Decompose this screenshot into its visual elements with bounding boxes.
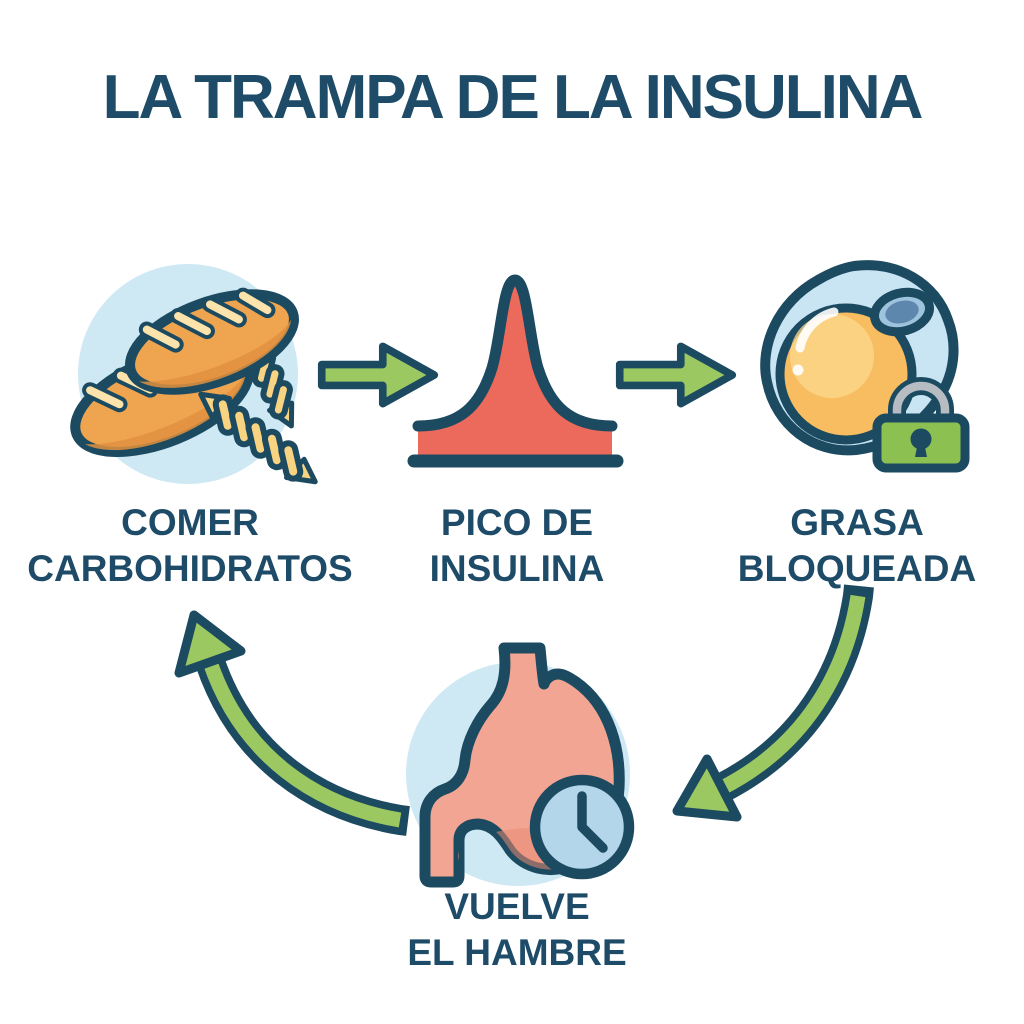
droplet-highlight bbox=[795, 307, 839, 353]
lock-keyhole-stem bbox=[915, 440, 927, 457]
step-label-fat-locked: GRASA BLOQUEADA bbox=[705, 500, 1009, 592]
cell-nucleus bbox=[870, 287, 934, 337]
step-label-line: INSULINA bbox=[429, 548, 605, 589]
step-label-line: PICO DE bbox=[440, 502, 594, 543]
step-label-insulin-spike: PICO DE INSULINA bbox=[365, 500, 669, 592]
insulin-spike-curve-icon bbox=[407, 274, 624, 468]
lock-shackle-inner bbox=[892, 381, 950, 426]
fusilli-pasta-icon-lower bbox=[198, 391, 318, 485]
step-label-line: CARBOHIDRATOS bbox=[27, 548, 353, 589]
spike-fill bbox=[418, 280, 612, 457]
step-label-line: GRASA bbox=[790, 502, 924, 543]
bread-and-pasta-icon bbox=[70, 264, 318, 485]
step-label-line: EL HAMBRE bbox=[407, 932, 627, 973]
page-title: LA TRAMPA DE LA INSULINA bbox=[102, 63, 924, 132]
arrowhead bbox=[672, 754, 742, 822]
arrow-curved-up-left-icon bbox=[174, 610, 410, 836]
clock-hands bbox=[577, 791, 608, 853]
spike-outline bbox=[412, 274, 618, 432]
step-label-line: VUELVE bbox=[444, 886, 590, 927]
step-label-hunger-returns: VUELVE EL HAMBRE bbox=[365, 884, 669, 976]
lock-keyhole bbox=[910, 428, 932, 450]
step-label-line: BLOQUEADA bbox=[737, 548, 977, 589]
arrow-right-icon-1 bbox=[317, 342, 439, 408]
arrowhead bbox=[174, 610, 246, 678]
fat-cell-icon bbox=[760, 260, 959, 456]
step-label-line: COMER bbox=[121, 502, 259, 543]
stomach-clock-icon bbox=[406, 642, 635, 888]
lipid-droplet-light bbox=[790, 314, 874, 398]
step-label-eat-carbs: COMER CARBOHIDRATOS bbox=[10, 500, 370, 592]
bread-loaf-icon-upper bbox=[125, 287, 299, 395]
padlock-icon bbox=[872, 377, 970, 473]
droplet-highlight-dot bbox=[792, 364, 804, 376]
clock-icon bbox=[529, 774, 635, 880]
arrow-curved-down-left-icon bbox=[672, 584, 874, 822]
arrow-right-icon-2 bbox=[615, 342, 737, 408]
